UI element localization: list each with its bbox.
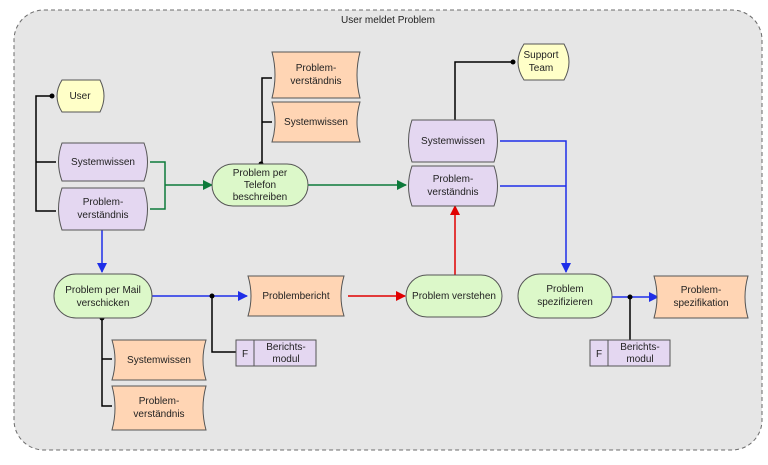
systemwissen-top-label: Systemwissen: [284, 117, 348, 128]
user-junction-dot: [49, 93, 55, 99]
user-bracket-line: [35, 95, 56, 212]
systemwissen-bottom-label: Systemwissen: [127, 355, 191, 366]
top-docs-bracket-line: [261, 77, 272, 164]
verstehen-process[interactable]: Problem verstehen: [405, 274, 503, 318]
problemverstaendnis-top-doc[interactable]: Problem- verständnis: [271, 51, 361, 99]
telefon-label-1: Problem per: [233, 168, 288, 179]
support-team-line: [454, 61, 513, 120]
problemverstaendnis-top-label-1: Problem-: [296, 63, 337, 74]
spezifizieren-label-1: Problem: [546, 284, 583, 295]
berichtsmodul-1-box[interactable]: F Berichts- modul: [235, 339, 317, 367]
spezifizieren-label-2: spezifizieren: [537, 297, 593, 308]
berichtsmodul-1-label-2: modul: [272, 354, 299, 365]
berichtsmodul-2-box[interactable]: F Berichts- modul: [589, 339, 671, 367]
problemverstaendnis-bottom-label-2: verständnis: [133, 409, 184, 420]
mail-process[interactable]: Problem per Mail verschicken: [53, 273, 153, 319]
berichtsmodul-1-line: [211, 296, 236, 353]
problemverstaendnis-left-label-2: verständnis: [77, 210, 128, 221]
berichtsmodul-1-label-1: Berichts-: [266, 342, 305, 353]
mail-label-2: verschicken: [77, 298, 130, 309]
systemwissen-left-box[interactable]: Systemwissen: [58, 142, 148, 182]
problembericht-doc[interactable]: Problembericht: [247, 275, 345, 317]
problemverstaendnis-top-label-2: verständnis: [290, 76, 341, 87]
mail-label-1: Problem per Mail: [65, 285, 141, 296]
problemverstaendnis-left-label-1: Problem-: [83, 197, 124, 208]
user-actor[interactable]: User: [56, 79, 105, 113]
problemverstaendnis-right-label-1: Problem-: [433, 174, 474, 185]
telefon-process[interactable]: Problem per Telefon beschreiben: [211, 163, 309, 207]
systemwissen-top-doc[interactable]: Systemwissen: [271, 101, 361, 143]
verstehen-label: Problem verstehen: [412, 291, 496, 302]
support-team-label-2: Team: [529, 63, 553, 74]
problemspezifikation-label-2: spezifikation: [673, 298, 728, 309]
telefon-label-3: beschreiben: [233, 192, 287, 203]
mail-bottom-bracket-line: [101, 318, 112, 407]
berichtsmodul-1-badge: F: [242, 349, 248, 360]
telefon-label-2: Telefon: [244, 180, 276, 191]
problemverstaendnis-right-box[interactable]: Problem- verständnis: [408, 165, 498, 207]
container-title: User meldet Problem: [341, 15, 435, 26]
problemverstaendnis-bottom-doc[interactable]: Problem- verständnis: [111, 385, 207, 431]
berichtsmodul-2-label-1: Berichts-: [620, 342, 659, 353]
support-team-label-1: Support: [523, 50, 558, 61]
systemwissen-right-box[interactable]: Systemwissen: [408, 119, 498, 163]
spezifizieren-process[interactable]: Problem spezifizieren: [517, 273, 613, 319]
systemwissen-left-label: Systemwissen: [71, 157, 135, 168]
systemwissen-bottom-doc[interactable]: Systemwissen: [111, 339, 207, 381]
support-junction-dot: [510, 59, 516, 65]
problemspezifikation-doc[interactable]: Problem- spezifikation: [653, 275, 749, 319]
problemverstaendnis-left-box[interactable]: Problem- verständnis: [58, 187, 148, 231]
problemverstaendnis-bottom-label-1: Problem-: [139, 396, 180, 407]
user-label: User: [69, 91, 91, 102]
blue-line-systemwissen-right: [500, 140, 571, 273]
problemverstaendnis-right-label-2: verständnis: [427, 187, 478, 198]
support-team-actor[interactable]: Support Team: [517, 43, 570, 81]
berichtsmodul-2-label-2: modul: [626, 354, 653, 365]
problembericht-label: Problembericht: [262, 291, 329, 302]
berichtsmodul-2-badge: F: [596, 349, 602, 360]
systemwissen-right-label: Systemwissen: [421, 136, 485, 147]
problemspezifikation-label-1: Problem-: [681, 285, 722, 296]
